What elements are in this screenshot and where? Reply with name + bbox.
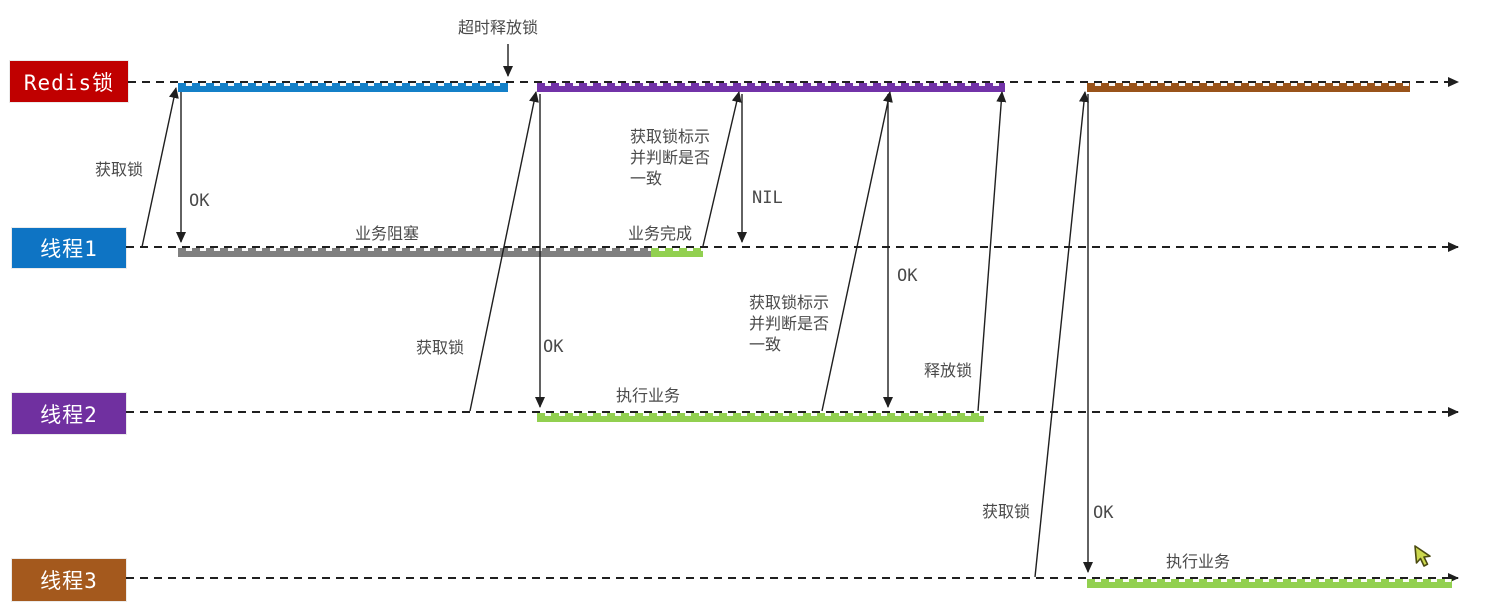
note-t1-nil: NIL bbox=[752, 188, 783, 208]
note-t2-acquire-lock: 获取锁 bbox=[416, 338, 465, 357]
note-t1-acquire-lock: 获取锁 bbox=[95, 160, 144, 179]
note-t1-ok: OK bbox=[189, 191, 210, 211]
mouse-cursor-icon bbox=[1414, 545, 1431, 567]
bar-redis-held-by-thread3 bbox=[1087, 83, 1410, 92]
note-t2-ok2: OK bbox=[897, 266, 918, 286]
note-t2-exec: 执行业务 bbox=[616, 386, 681, 405]
arrow-t1-check-token bbox=[702, 91, 742, 247]
bar-thread1-blocked bbox=[178, 248, 651, 257]
bar-thread2-exec bbox=[537, 413, 984, 422]
arrow-t2-check-token bbox=[821, 91, 893, 412]
arrow-t1-acquire-lock bbox=[141, 87, 179, 248]
lane-label-thread2: 线程2 bbox=[12, 393, 126, 434]
note-t1-blocked: 业务阻塞 bbox=[355, 224, 420, 243]
lane-label-thread1: 线程1 bbox=[12, 228, 126, 268]
lane-label-redis-lock: Redis锁 bbox=[10, 61, 128, 102]
note-timeout-release: 超时释放锁 bbox=[458, 18, 539, 37]
note-t1-done: 业务完成 bbox=[628, 224, 693, 243]
arrow-t3-acquire-lock bbox=[1034, 91, 1089, 578]
note-t1-check-token: 获取锁标示 并判断是否 一致 bbox=[630, 127, 711, 188]
bar-redis-held-by-thread1 bbox=[178, 83, 508, 92]
bar-thread1-finished bbox=[651, 248, 703, 257]
bar-thread3-exec bbox=[1087, 579, 1452, 588]
bar-redis-held-by-thread2 bbox=[537, 83, 1005, 92]
arrow-t2-release-lock bbox=[977, 91, 1007, 412]
arrow-t2-acquire-lock bbox=[469, 91, 539, 412]
note-t2-ok: OK bbox=[543, 337, 564, 357]
note-t2-check-token: 获取锁标示 并判断是否 一致 bbox=[749, 293, 830, 354]
note-t3-exec: 执行业务 bbox=[1166, 552, 1231, 571]
lane-label-thread3: 线程3 bbox=[12, 559, 126, 601]
note-t2-release-lock: 释放锁 bbox=[924, 361, 973, 380]
note-t3-ok: OK bbox=[1093, 503, 1114, 523]
note-t3-acquire-lock: 获取锁 bbox=[982, 502, 1031, 521]
